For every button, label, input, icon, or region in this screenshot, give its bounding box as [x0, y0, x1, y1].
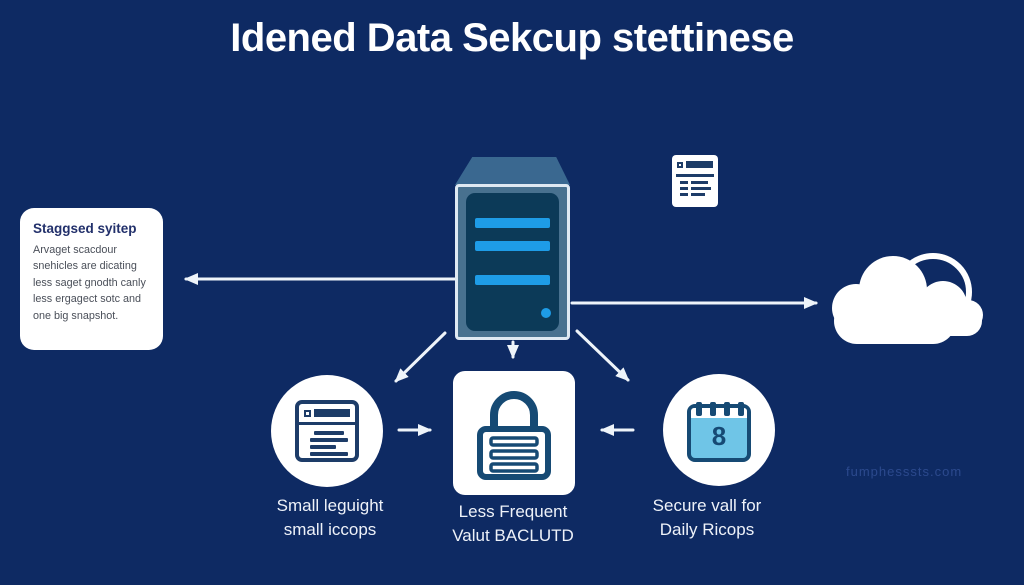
- info-card-line: less saget gnodth canly: [33, 276, 146, 289]
- server-top-face: [455, 157, 570, 185]
- calendar-circle: 8: [663, 374, 775, 486]
- browser-text-seg: [310, 445, 336, 449]
- caption-browser: Small leguight small iccops: [230, 494, 430, 542]
- calendar-ring-icon: [738, 402, 744, 416]
- caption-line: Small leguight: [276, 496, 384, 515]
- padlock-icon: [477, 391, 551, 480]
- browser-addressbar: [686, 161, 713, 168]
- calendar-ring-icon: [710, 402, 716, 416]
- arrow-server-to-browser-circle: [394, 331, 447, 383]
- server-led-icon: [541, 308, 551, 318]
- caption-line: Secure vall for: [652, 496, 762, 515]
- calendar-ring-icon: [724, 402, 730, 416]
- cloud-icon: [832, 253, 983, 344]
- browser-text-seg: [680, 193, 688, 196]
- browser-circle: [271, 375, 383, 487]
- server-drive-bar: [475, 218, 550, 228]
- server-drive-bar: [475, 241, 550, 251]
- calendar-ring-icon: [696, 402, 702, 416]
- info-card-line: snehicles are dicating: [33, 260, 137, 273]
- browser-titlebar: [677, 160, 713, 169]
- calendar-header: [691, 408, 747, 418]
- info-card-line: less ergagect sotc and: [33, 293, 142, 306]
- arrow-server-to-calendar-circle: [575, 329, 630, 382]
- page-title: Idened Data Sekcup stettinese: [230, 16, 794, 60]
- info-card: Staggsed syitep Arvaget scacdour snehicl…: [20, 208, 163, 350]
- caption-calendar: Secure vall for Daily Ricops: [607, 494, 807, 542]
- browser-text-seg: [314, 431, 344, 435]
- server-body: [455, 184, 570, 340]
- server-drive-bar: [475, 275, 550, 285]
- watermark: fumphesssts.com: [846, 464, 963, 479]
- browser-text-seg: [310, 438, 348, 442]
- browser-window-icon: [295, 400, 359, 462]
- browser-text-seg: [680, 187, 688, 190]
- calendar-icon: 8: [687, 402, 751, 462]
- browser-dot-icon: [677, 161, 683, 168]
- info-card-line: Arvaget scacdour: [33, 244, 118, 256]
- browser-divider: [299, 422, 355, 425]
- browser-addressbar: [314, 409, 350, 417]
- browser-titlebar: [304, 408, 350, 418]
- browser-text-row: [680, 187, 711, 190]
- browser-dot-icon: [304, 409, 311, 417]
- caption-line: Less Frequent: [458, 502, 568, 521]
- server-front-panel: [466, 193, 559, 331]
- caption-line: small iccops: [283, 519, 377, 539]
- info-card-line: one big snapshot.: [33, 309, 119, 322]
- browser-text-lines: [310, 431, 348, 456]
- browser-divider: [676, 174, 714, 177]
- browser-text-seg: [691, 181, 708, 184]
- browser-text-seg: [680, 181, 688, 184]
- browser-text-row: [680, 193, 705, 196]
- info-card-title: Staggsed syitep: [33, 221, 137, 236]
- browser-text-seg: [691, 193, 705, 196]
- browser-text-seg: [691, 187, 711, 190]
- caption-lock: Less Frequent Valut BACLUTD: [413, 500, 613, 548]
- lock-card: [453, 371, 575, 495]
- caption-line: Valut BACLUTD: [452, 525, 574, 545]
- calendar-day: 8: [711, 421, 727, 451]
- browser-text-row: [680, 181, 708, 184]
- browser-text-seg: [310, 452, 348, 456]
- caption-line: Daily Ricops: [659, 519, 755, 539]
- browser-window-icon: [672, 155, 718, 207]
